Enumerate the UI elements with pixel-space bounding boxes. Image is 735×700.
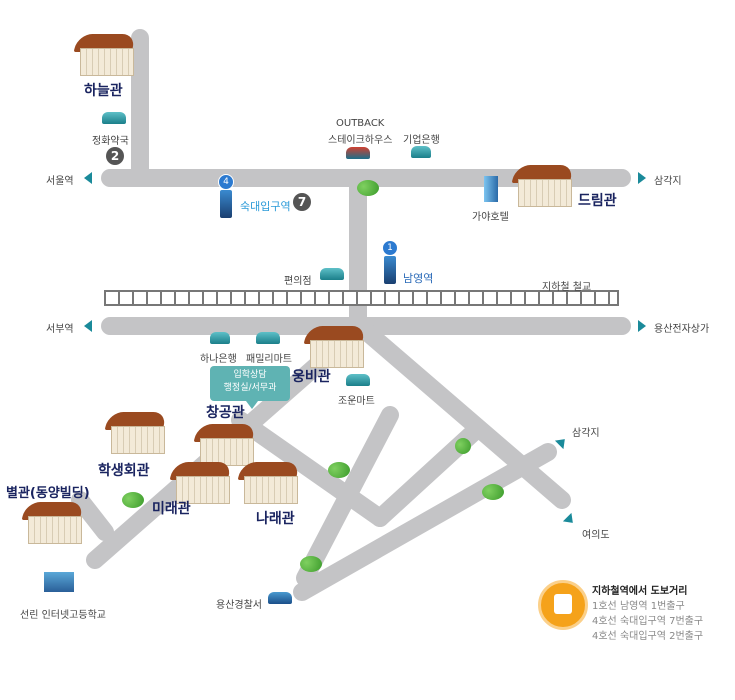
callout-line2: 행정실/서무과 bbox=[223, 383, 277, 393]
tree-icon bbox=[482, 484, 504, 500]
building-haneul-icon bbox=[73, 34, 137, 76]
hana-icon bbox=[210, 332, 230, 344]
legend-item: 1호선 남영역 1번출구 bbox=[592, 601, 685, 612]
exit-7-badge: 7 bbox=[293, 193, 311, 211]
gaya-label: 가야호텔 bbox=[472, 212, 509, 223]
hotel-icon bbox=[484, 176, 498, 202]
building-ungbi[interactable]: 웅비관 bbox=[292, 369, 331, 385]
namyoung-station-icon: 1 bbox=[382, 240, 398, 284]
building-dream[interactable]: 드림관 bbox=[578, 193, 617, 209]
line-4-badge: 4 bbox=[218, 174, 234, 190]
building-changgong-icon bbox=[193, 424, 257, 466]
outback-icon bbox=[346, 147, 370, 159]
road-e bbox=[293, 443, 557, 601]
building-mirae[interactable]: 미래관 bbox=[152, 501, 191, 517]
building-annex-icon bbox=[21, 502, 85, 544]
namyoung-station-label[interactable]: 남영역 bbox=[403, 272, 434, 285]
family-label: 패밀리마트 bbox=[246, 354, 292, 365]
cvs-label: 편의점 bbox=[284, 276, 312, 287]
direction-yeouido: 여의도 bbox=[582, 530, 610, 541]
subway-icon bbox=[538, 580, 588, 630]
building-narae[interactable]: 나래관 bbox=[256, 511, 295, 527]
building-student[interactable]: 학생회관 bbox=[98, 463, 150, 479]
pharmacy-icon bbox=[102, 112, 126, 124]
road-d bbox=[296, 406, 399, 587]
building-dream-icon bbox=[511, 165, 575, 207]
outback-label-1: OUTBACK bbox=[336, 118, 385, 129]
school-icon bbox=[44, 572, 74, 592]
admissions-callout: 입학상담 행정실/서무과 bbox=[210, 366, 290, 409]
joun-label: 조운마트 bbox=[338, 396, 375, 407]
exit-2-badge: 2 bbox=[106, 147, 124, 165]
direction-yongsan-elec: 용산전자상가 bbox=[654, 324, 710, 335]
tree-icon bbox=[455, 438, 471, 454]
building-annex[interactable]: 별관(동양빌딩) bbox=[6, 486, 90, 501]
arrow-left-icon bbox=[84, 320, 92, 332]
building-changgong[interactable]: 창공관 bbox=[206, 405, 245, 421]
direction-samgakji-bottom: 삼각지 bbox=[572, 428, 600, 439]
joun-icon bbox=[346, 374, 370, 386]
police-icon bbox=[268, 592, 292, 604]
direction-seobu: 서부역 bbox=[46, 324, 74, 335]
cvs-icon bbox=[320, 268, 344, 280]
building-mirae-icon bbox=[169, 462, 233, 504]
police-label: 용산경찰서 bbox=[216, 600, 262, 611]
pharmacy-label: 정화약국 bbox=[92, 136, 129, 147]
tree-icon bbox=[357, 180, 379, 196]
road-annex bbox=[71, 491, 114, 541]
sookdae-station-icon: 4 bbox=[218, 174, 234, 218]
ibk-label: 기업은행 bbox=[403, 135, 440, 146]
outback-label-2: 스테이크하우스 bbox=[328, 135, 393, 146]
sookdae-station-label[interactable]: 숙대입구역 bbox=[240, 200, 291, 213]
building-student-icon bbox=[104, 412, 168, 454]
tree-icon bbox=[300, 556, 322, 572]
legend-item: 4호선 숙대입구역 7번출구 bbox=[592, 616, 704, 627]
bank-icon bbox=[411, 146, 431, 158]
building-haneul[interactable]: 하늘관 bbox=[84, 83, 123, 99]
hana-label: 하나은행 bbox=[200, 354, 237, 365]
railway-bridge bbox=[104, 290, 619, 306]
road-b bbox=[231, 411, 389, 527]
building-narae-icon bbox=[237, 462, 301, 504]
building-ungbi-icon bbox=[303, 326, 367, 368]
legend-item: 4호선 숙대입구역 2번출구 bbox=[592, 631, 704, 642]
legend-title: 지하철역에서 도보거리 bbox=[592, 586, 688, 597]
arrow-right-icon bbox=[638, 172, 646, 184]
tree-icon bbox=[122, 492, 144, 508]
arrow-right-icon bbox=[638, 320, 646, 332]
callout-line1: 입학상담 bbox=[233, 370, 267, 380]
arrow-left-icon bbox=[84, 172, 92, 184]
railway-label: 지하철 철교 bbox=[542, 282, 592, 293]
school-label: 선린 인터넷고등학교 bbox=[20, 610, 106, 621]
direction-samgakji-top: 삼각지 bbox=[654, 176, 682, 187]
tree-icon bbox=[328, 462, 350, 478]
direction-seoul-station: 서울역 bbox=[46, 176, 74, 187]
family-icon bbox=[256, 332, 280, 344]
line-1-badge: 1 bbox=[382, 240, 398, 256]
